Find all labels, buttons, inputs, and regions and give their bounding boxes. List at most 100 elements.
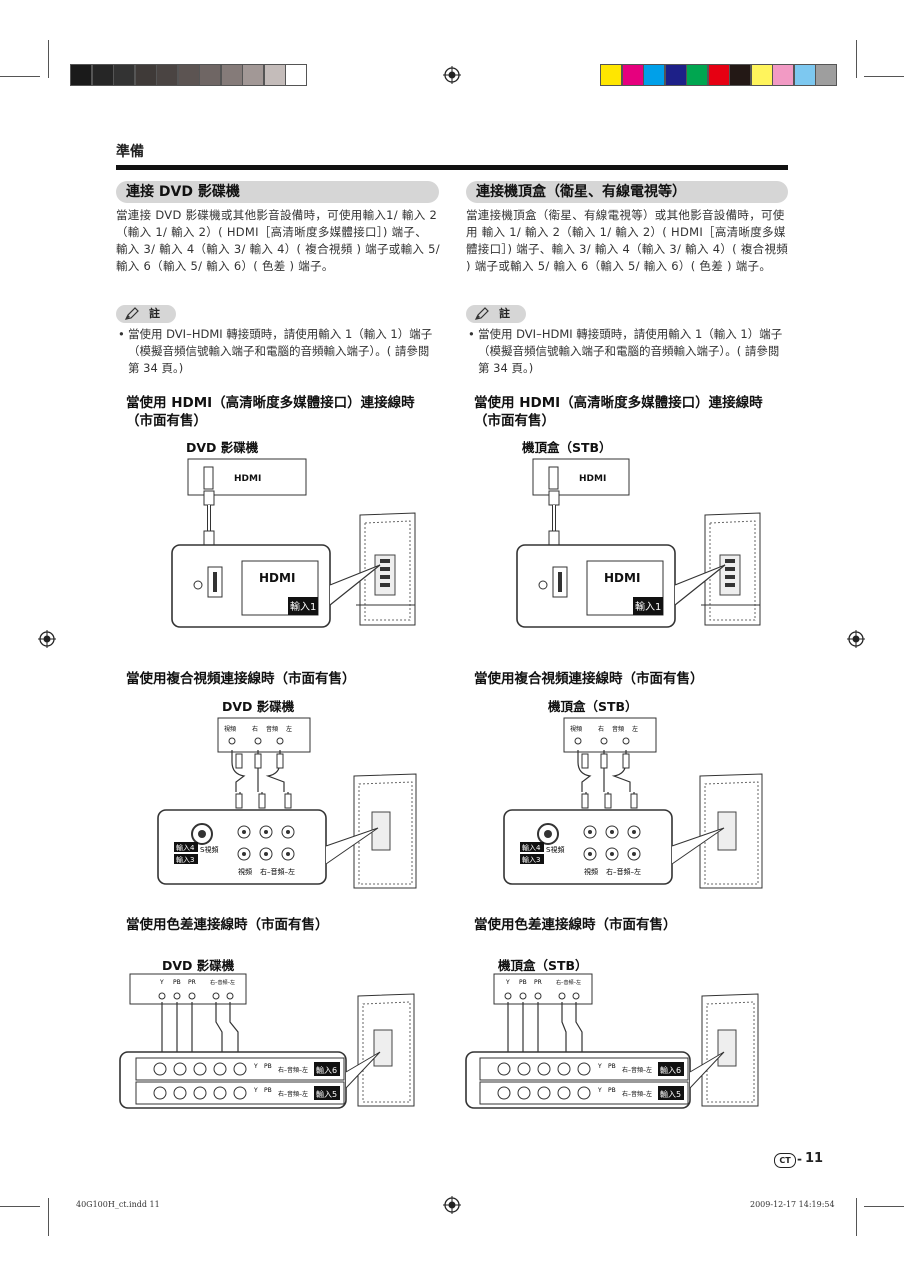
svg-text:PB: PB bbox=[264, 1087, 272, 1094]
gray-swatch bbox=[91, 64, 114, 86]
svg-text:HDMI: HDMI bbox=[604, 571, 640, 585]
svg-text:PB: PB bbox=[264, 1063, 272, 1070]
composite-connection-diagram: 視頻 右 音頻 左 S視頻 輸入4 輸入3 視頻 右–音頻–左 bbox=[157, 717, 417, 889]
svg-text:右–音頻–左: 右–音頻–左 bbox=[260, 867, 295, 876]
source-device-box bbox=[217, 717, 311, 753]
source-device-box bbox=[129, 973, 247, 1005]
color-swatch bbox=[707, 64, 730, 86]
crop-mark bbox=[856, 1198, 857, 1236]
svg-text:輸入3: 輸入3 bbox=[176, 855, 194, 864]
right-note-text: 當使用 DVI–HDMI 轉接頭時，請使用輸入 1（輸入 1）端子（模擬音頻信號… bbox=[478, 327, 783, 375]
svg-text:視頻: 視頻 bbox=[224, 725, 236, 733]
crop-mark bbox=[48, 1198, 49, 1236]
note-bullet: • bbox=[468, 327, 475, 341]
left-component-device-label: DVD 影碟機 bbox=[162, 958, 235, 973]
svg-text:視頻: 視頻 bbox=[570, 725, 582, 733]
gray-swatch bbox=[156, 64, 178, 86]
input1-label: 輸入1 bbox=[290, 600, 316, 613]
crop-mark bbox=[864, 76, 904, 77]
right-hdmi-heading: 當使用 HDMI（高清晰度多媒體接口）連接線時（市面有售） bbox=[474, 395, 763, 429]
header-rule bbox=[116, 165, 788, 170]
gray-swatch bbox=[242, 64, 264, 86]
component-connection-diagram: Y PB PR 右–音頻–左 Y PB 右–音頻–左 輸入6 Y PB 右–音頻… bbox=[465, 973, 759, 1109]
right-section-title: 連接機頂盒（衛星、有線電視等） bbox=[466, 181, 788, 203]
gray-swatch bbox=[220, 64, 243, 86]
svg-text:左: 左 bbox=[286, 725, 292, 733]
gray-swatch bbox=[263, 64, 286, 86]
svg-text:右–音頻–左: 右–音頻–左 bbox=[278, 1066, 308, 1074]
note-label: 註 bbox=[499, 307, 510, 320]
hdmi-logo-small: HDMI bbox=[234, 474, 261, 484]
left-note-text: 當使用 DVI–HDMI 轉接頭時，請使用輸入 1（輸入 1）端子（模擬音頻信號… bbox=[128, 327, 433, 375]
svg-text:HDMI: HDMI bbox=[579, 474, 606, 484]
gray-swatch bbox=[199, 64, 221, 86]
hdmi-connection-diagram: HDMI HDMI 輸入1 bbox=[171, 458, 416, 628]
component-connection-diagram: Y PB PR 右–音頻–左 Y PB 右–音頻–左 輸入6 Y PB 右–音頻… bbox=[119, 973, 415, 1109]
page-number: 11 bbox=[805, 1151, 824, 1166]
svg-text:輸入5: 輸入5 bbox=[316, 1089, 337, 1099]
hdmi-connection-diagram: HDMI HDMI 輸入1 bbox=[516, 458, 761, 628]
svg-text:Y: Y bbox=[597, 1063, 602, 1070]
color-swatch bbox=[793, 64, 816, 86]
right-component-heading: 當使用色差連接線時（市面有售） bbox=[474, 917, 677, 933]
svg-text:視頻: 視頻 bbox=[584, 867, 598, 876]
left-hdmi-heading: 當使用 HDMI（高清晰度多媒體接口）連接線時（市面有售） bbox=[126, 395, 415, 429]
hdmi-logo: HDMI bbox=[259, 571, 295, 585]
pencil-icon bbox=[474, 307, 489, 320]
hdmi-port-icon bbox=[203, 466, 214, 490]
color-swatch bbox=[643, 64, 665, 86]
left-hdmi-device-label: DVD 影碟機 bbox=[186, 440, 259, 455]
page-dash: - bbox=[797, 1152, 802, 1166]
svg-text:S視頻: S視頻 bbox=[546, 845, 564, 854]
svg-text:音頻: 音頻 bbox=[612, 725, 624, 733]
right-hdmi-device-label: 機頂盒（STB） bbox=[522, 440, 612, 455]
crop-mark bbox=[0, 1206, 40, 1207]
color-swatch bbox=[664, 64, 687, 86]
pencil-icon bbox=[124, 307, 139, 320]
svg-text:音頻: 音頻 bbox=[266, 725, 278, 733]
color-swatch bbox=[772, 64, 794, 86]
svg-text:輸入6: 輸入6 bbox=[660, 1065, 681, 1075]
left-note-tag: 註 bbox=[116, 305, 176, 323]
registration-mark-icon bbox=[443, 1196, 461, 1214]
source-device-box bbox=[563, 717, 657, 753]
svg-text:輸入4: 輸入4 bbox=[176, 843, 195, 852]
composite-connection-diagram: 視頻 右 音頻 左 S視頻 輸入4 輸入3 視頻 右–音頻–左 bbox=[503, 717, 763, 889]
hdmi-port-icon bbox=[548, 466, 559, 490]
crop-mark bbox=[864, 1206, 904, 1207]
svg-text:右–音頻–左: 右–音頻–左 bbox=[556, 979, 581, 986]
color-swatch bbox=[686, 64, 708, 86]
crop-mark bbox=[856, 40, 857, 78]
svg-text:右–音頻–左: 右–音頻–左 bbox=[622, 1090, 652, 1098]
registration-mark-icon bbox=[443, 66, 461, 84]
registration-mark-icon bbox=[38, 630, 56, 648]
svg-text:S視頻: S視頻 bbox=[200, 845, 218, 854]
svg-text:PR: PR bbox=[188, 979, 196, 986]
color-swatch bbox=[815, 64, 837, 86]
svg-text:PR: PR bbox=[534, 979, 542, 986]
color-swatch bbox=[621, 64, 644, 86]
svg-text:PB: PB bbox=[173, 979, 181, 986]
crop-mark bbox=[48, 40, 49, 78]
note-label: 註 bbox=[149, 307, 160, 320]
svg-text:Y: Y bbox=[159, 979, 164, 986]
right-composite-device-label: 機頂盒（STB） bbox=[548, 699, 638, 714]
footer-file-name: 40G100H_ct.indd 11 bbox=[76, 1200, 160, 1209]
right-component-device-label: 機頂盒（STB） bbox=[498, 958, 588, 973]
svg-text:輸入6: 輸入6 bbox=[316, 1065, 337, 1075]
language-badge: CT bbox=[774, 1153, 796, 1168]
right-intro-paragraph: 當連接機頂盒（衛星、有線電視等）或其他影音設備時，可使用 輸入 1/ 輸入 2（… bbox=[466, 208, 789, 273]
page-section-title: 準備 bbox=[116, 144, 144, 160]
left-section-title: 連接 DVD 影碟機 bbox=[116, 181, 439, 203]
right-composite-heading: 當使用複合視頻連接線時（市面有售） bbox=[474, 671, 704, 687]
gray-swatch bbox=[177, 64, 200, 86]
crop-mark bbox=[0, 76, 40, 77]
svg-text:右: 右 bbox=[598, 725, 604, 733]
color-swatch bbox=[600, 64, 622, 86]
svg-text:PB: PB bbox=[608, 1063, 616, 1070]
left-composite-heading: 當使用複合視頻連接線時（市面有售） bbox=[126, 671, 356, 687]
svg-text:右: 右 bbox=[252, 725, 258, 733]
svg-text:右–音頻–左: 右–音頻–左 bbox=[210, 979, 235, 986]
left-composite-device-label: DVD 影碟機 bbox=[222, 699, 295, 714]
note-bullet: • bbox=[118, 327, 125, 341]
